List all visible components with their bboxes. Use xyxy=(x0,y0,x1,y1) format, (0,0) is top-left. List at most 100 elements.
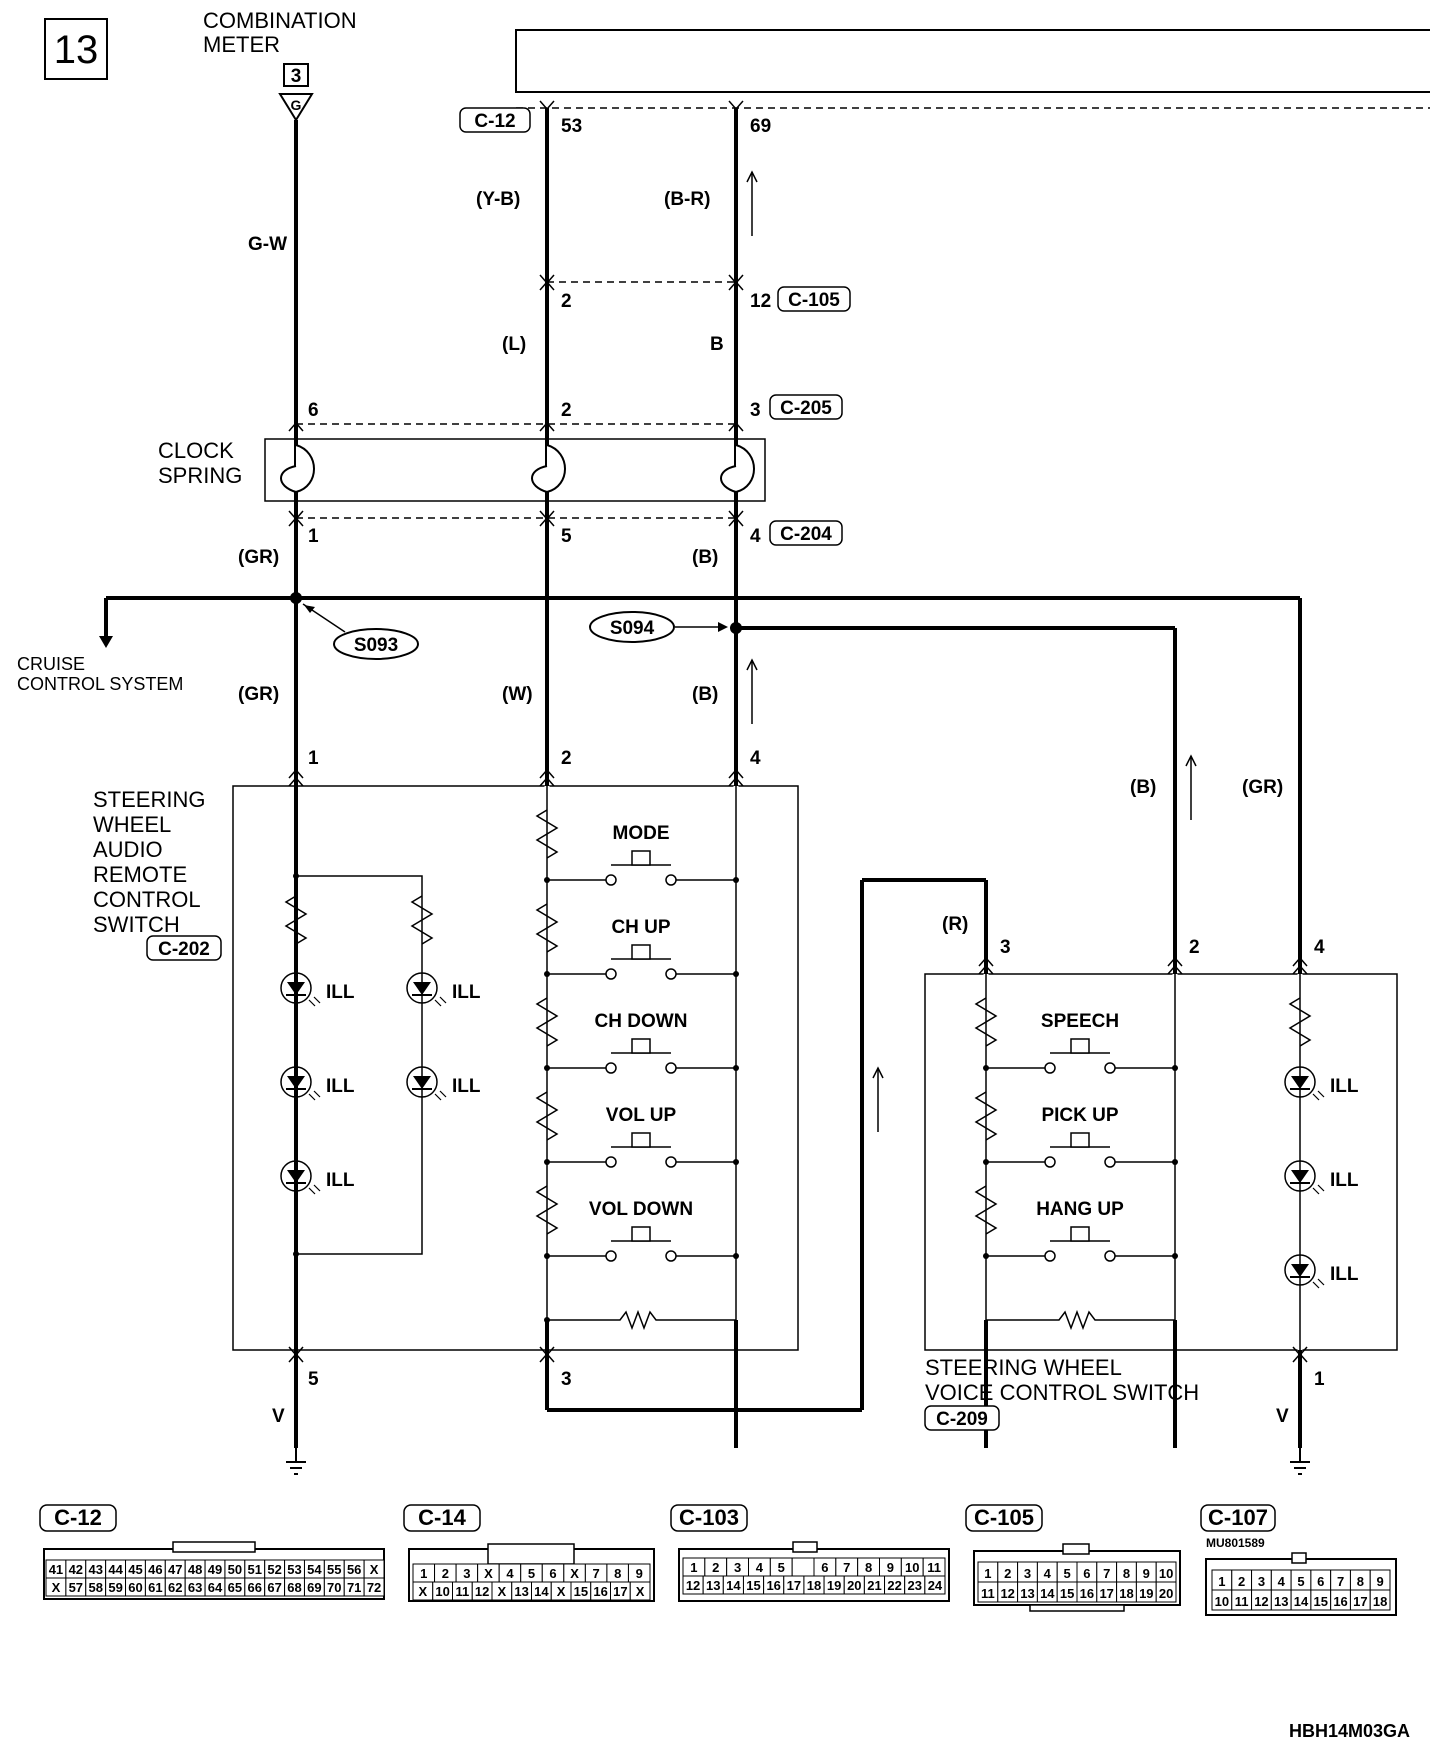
connector-pin-label: 17 xyxy=(1099,1586,1113,1601)
connector-pin-label: X xyxy=(498,1584,507,1599)
pin-c204-5: 5 xyxy=(561,526,572,547)
meter-pin: G xyxy=(291,97,302,113)
connector-pin-label: 7 xyxy=(1337,1574,1344,1589)
connector-pin-label: 64 xyxy=(208,1580,223,1595)
cruise-arrow-icon xyxy=(99,636,113,648)
c14-key xyxy=(487,1543,575,1565)
connector-pin-label: 7 xyxy=(843,1560,850,1575)
connector-pin-label: 1 xyxy=(984,1566,991,1581)
connector-pin-label: 20 xyxy=(1159,1586,1173,1601)
pin-c204-1: 1 xyxy=(308,526,319,547)
c105-base xyxy=(1029,1604,1125,1612)
connector-pin-label: 13 xyxy=(1274,1594,1288,1609)
connector-pin-label: 8 xyxy=(1357,1574,1364,1589)
connector-pin-label: 1 xyxy=(1218,1574,1225,1589)
c107-label: C-107 xyxy=(1208,1505,1268,1530)
audio-switch-label-3: AUDIO xyxy=(93,837,163,862)
tag-c205-label: C-205 xyxy=(780,398,832,419)
connector-pin-label: 68 xyxy=(287,1580,301,1595)
button-label-pick-up: PICK UP xyxy=(1041,1105,1118,1126)
connector-pin-label: 18 xyxy=(1119,1586,1133,1601)
connector-pin-label: 5 xyxy=(528,1566,535,1581)
tag-c205 xyxy=(769,394,843,420)
audio-switch-ladder xyxy=(535,786,739,1331)
button-label-mode: MODE xyxy=(613,823,670,844)
connector-pin-label: 10 xyxy=(435,1584,449,1599)
led-icon xyxy=(406,972,447,1007)
node xyxy=(293,1251,299,1257)
splice-s093-arrow-icon xyxy=(304,605,315,613)
splice-s094-arrow-icon xyxy=(718,622,728,632)
c107-tag xyxy=(1200,1504,1276,1532)
connector-pin-label: 8 xyxy=(1123,1566,1130,1581)
connector-pin-label: X xyxy=(52,1580,61,1595)
connector-pin-label: 22 xyxy=(887,1578,901,1593)
connector-pin-label: 14 xyxy=(1294,1594,1309,1609)
connector-pin-label: 63 xyxy=(188,1580,202,1595)
connector-pin-label: 43 xyxy=(88,1562,102,1577)
connector-pin-label: 72 xyxy=(367,1580,381,1595)
connector-cell xyxy=(629,1581,651,1601)
connector-pin-label: 66 xyxy=(248,1580,262,1595)
connector-cell xyxy=(363,1577,385,1597)
connector-pin-label: 3 xyxy=(1024,1566,1031,1581)
connector-pin-label: 23 xyxy=(908,1578,922,1593)
connector-pin-label: 69 xyxy=(307,1580,321,1595)
splice-s094 xyxy=(589,611,675,643)
connector-pin-label: 9 xyxy=(1376,1574,1383,1589)
connector-cell xyxy=(791,1557,815,1577)
junction-s094 xyxy=(730,622,742,634)
pin-sw-3: 3 xyxy=(561,1369,572,1390)
switch-icon xyxy=(605,1132,677,1168)
voice-switch-label-2: VOICE CONTROL SWITCH xyxy=(925,1380,1199,1405)
connector-pin-label: 11 xyxy=(927,1560,941,1575)
led-icon xyxy=(1284,1160,1325,1195)
tag-c209-label: C-209 xyxy=(936,1409,988,1430)
voice-switch-label-1: STEERING WHEEL xyxy=(925,1355,1122,1380)
connector-pin-label: 2 xyxy=(1004,1566,1011,1581)
pin-vc-1: 1 xyxy=(1314,1369,1325,1390)
button-label-hang-up: HANG UP xyxy=(1036,1199,1124,1220)
wire-label-g-w: G-W xyxy=(248,234,287,255)
pin-c205-3: 3 xyxy=(750,400,761,421)
connector-pin-label: 21 xyxy=(867,1578,881,1593)
connector-pin-label: X xyxy=(419,1584,428,1599)
wire-label-v-left: V xyxy=(272,1406,285,1427)
diagram-code: HBH14M03GA xyxy=(1289,1721,1410,1741)
connector-pin-label: 15 xyxy=(746,1578,760,1593)
c103-label: C-103 xyxy=(679,1505,739,1530)
connector-pin-label: 7 xyxy=(1103,1566,1110,1581)
connector-pin-label: 19 xyxy=(1139,1586,1153,1601)
connector-pin-label: 56 xyxy=(347,1562,361,1577)
connector-cell xyxy=(1369,1589,1391,1611)
clock-spring-coils xyxy=(280,444,755,494)
tag-c12-label: C-12 xyxy=(474,111,515,132)
led-icon xyxy=(280,1160,321,1195)
ill-label: ILL xyxy=(326,1170,355,1191)
tag-c204 xyxy=(769,520,843,546)
ill-label: ILL xyxy=(1330,1076,1359,1097)
connector-pin-label: 42 xyxy=(69,1562,83,1577)
connector-pin-label: 4 xyxy=(506,1566,514,1581)
connector-pin-label: 20 xyxy=(847,1578,861,1593)
connector-cell xyxy=(924,1575,946,1595)
ecu-box xyxy=(515,29,1430,93)
connector-pin-label: 14 xyxy=(726,1578,741,1593)
switch-icon xyxy=(605,850,677,886)
connector-pin-label: 53 xyxy=(287,1562,301,1577)
connector-pin-label: 5 xyxy=(1297,1574,1304,1589)
wire-label-gr-top: (GR) xyxy=(238,547,279,568)
tag-c105 xyxy=(777,286,851,312)
connector-pin-label: 61 xyxy=(148,1580,162,1595)
connector-pin-label: 11 xyxy=(1235,1594,1249,1609)
connector-pin-label: 18 xyxy=(807,1578,821,1593)
